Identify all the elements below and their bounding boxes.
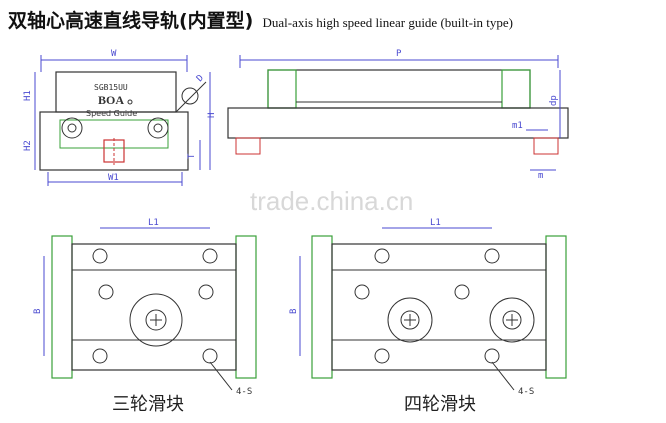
- header-title: 双轴心高速直线导轨(内置型) Dual-axis high speed line…: [8, 6, 513, 33]
- label-P: P: [396, 49, 402, 59]
- label-T: T: [187, 153, 197, 159]
- label-W1: W1: [108, 173, 119, 183]
- model-label: SGB15UU: [94, 83, 128, 92]
- label-W: W: [111, 49, 117, 59]
- brand-logo: BOA: [98, 93, 124, 107]
- label-m1: m1: [512, 121, 523, 131]
- label-D: D: [195, 73, 206, 84]
- callout-left: 4-S: [236, 387, 252, 397]
- callout-right: 4-S: [518, 387, 534, 397]
- four-wheel-view: L1 B 4-S 四轮滑块: [289, 218, 567, 415]
- label-B-left: B: [33, 309, 43, 314]
- label-B-right: B: [289, 309, 299, 314]
- label-m: m: [538, 171, 543, 181]
- front-view: W SGB15UU BOA Speed Guide D H1 H2 H T: [23, 49, 217, 186]
- title-english: Dual-axis high speed linear guide (built…: [262, 15, 514, 30]
- label-H2: H2: [23, 140, 33, 151]
- title-chinese: 双轴心高速直线导轨(内置型): [8, 10, 254, 32]
- label-dp: dp: [549, 95, 559, 106]
- label-L1-left: L1: [148, 218, 159, 228]
- three-wheel-view: L1 B 4-S 三轮滑块: [33, 218, 257, 415]
- side-view: P dp m1 m: [227, 49, 569, 181]
- label-H: H: [207, 113, 217, 118]
- brand-text: Speed Guide: [86, 109, 137, 118]
- caption-three-wheel: 三轮滑块: [112, 394, 184, 415]
- caption-four-wheel: 四轮滑块: [404, 394, 476, 415]
- label-H1: H1: [23, 90, 33, 101]
- watermark: trade.china.cn: [250, 186, 413, 216]
- label-L1-right: L1: [430, 218, 441, 228]
